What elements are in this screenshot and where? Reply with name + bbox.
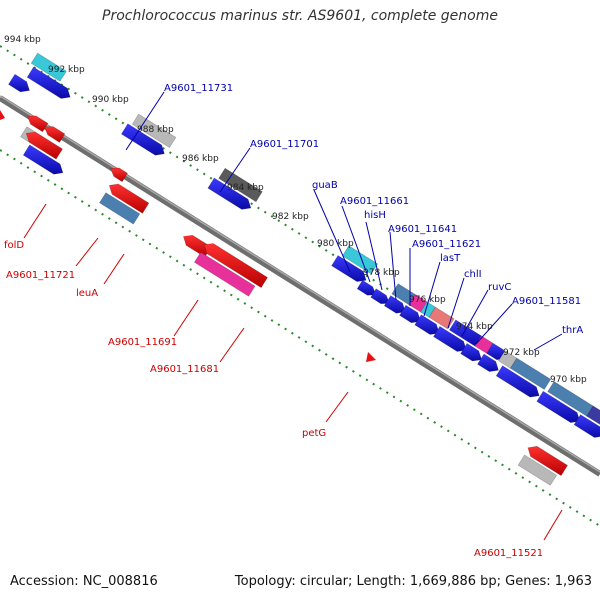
forward-gene-arrow[interactable]	[573, 414, 600, 438]
gene-block[interactable]	[586, 405, 600, 432]
gene-block[interactable]	[193, 251, 256, 297]
kbp-label: 988 kbp	[137, 125, 174, 135]
kbp-label: 992 kbp	[48, 65, 85, 75]
forward-gene-arrow[interactable]	[8, 73, 30, 93]
forward-gene-arrow[interactable]	[22, 144, 64, 175]
forward-gene-arrow[interactable]	[26, 66, 71, 99]
gene-block[interactable]	[131, 113, 177, 149]
forward-gene-arrow[interactable]	[460, 342, 482, 362]
gene-label[interactable]: hisH	[364, 210, 386, 221]
gene-label[interactable]: guaB	[312, 180, 338, 191]
gene-label[interactable]: leuA	[76, 288, 98, 299]
genome-backbone-highlight	[0, 95, 600, 473]
forward-gene-arrow[interactable]	[414, 314, 440, 335]
forward-labels	[125, 91, 563, 351]
kbp-label: 990 kbp	[92, 95, 129, 105]
gene-block[interactable]	[428, 306, 455, 330]
gene-label[interactable]: A9601_11691	[108, 337, 177, 348]
gene-block[interactable]	[517, 454, 558, 486]
reverse-gene-arrow[interactable]	[527, 445, 568, 477]
gene-label[interactable]: A9601_11721	[6, 270, 75, 281]
genome-backbone	[0, 95, 600, 477]
gene-label[interactable]: petG	[302, 428, 326, 439]
gene-label[interactable]: lasT	[440, 253, 461, 264]
kbp-label: 976 kbp	[409, 295, 446, 305]
reverse-gene-arrow[interactable]	[203, 243, 268, 289]
forward-gene-arrow[interactable]	[433, 325, 467, 352]
kbp-label: 980 kbp	[317, 239, 354, 249]
forward-gene-arrow[interactable]	[399, 304, 421, 324]
gene-block[interactable]	[30, 52, 67, 82]
forward-gene-arrow[interactable]	[120, 123, 165, 156]
kbp-label: 978 kbp	[363, 268, 400, 278]
inner-tick-row	[0, 149, 600, 527]
position-marker-icon	[366, 352, 376, 362]
gene-label[interactable]: A9601_11701	[250, 139, 319, 150]
accession-text: Accession: NC_008816	[10, 574, 158, 589]
gene-block[interactable]	[341, 245, 379, 275]
reverse-gene-arrow[interactable]	[43, 126, 66, 143]
kbp-label: 972 kbp	[503, 348, 540, 358]
gene-label[interactable]: A9601_11661	[340, 196, 409, 207]
gene-label[interactable]: chlI	[464, 269, 482, 280]
gene-label[interactable]: A9601_11681	[150, 364, 219, 375]
gene-block[interactable]	[509, 357, 552, 390]
forward-gene-arrow[interactable]	[207, 177, 252, 210]
forward-gene-arrow[interactable]	[495, 365, 540, 398]
forward-gene-arrow[interactable]	[383, 295, 406, 314]
feature-layer	[8, 52, 600, 486]
map-title: Prochlorococcus marinus str. AS9601, com…	[102, 8, 498, 24]
forward-gene-arrow[interactable]	[477, 353, 499, 372]
reverse-gene-arrow[interactable]	[26, 115, 49, 133]
kbp-label: 984 kbp	[227, 183, 264, 193]
gene-label[interactable]: A9601_11581	[512, 296, 581, 307]
origin-marker-icon	[0, 110, 5, 120]
reverse-gene-arrow[interactable]	[108, 183, 150, 214]
kbp-label: 970 kbp	[550, 375, 587, 385]
forward-gene-arrow[interactable]	[370, 288, 390, 305]
forward-gene-arrow[interactable]	[356, 279, 377, 296]
kbp-label: 974 kbp	[456, 322, 493, 332]
reverse-gene-arrow[interactable]	[110, 167, 128, 183]
gene-label[interactable]: ruvC	[488, 282, 511, 293]
kbp-label: 994 kbp	[4, 35, 41, 45]
gene-block[interactable]	[99, 192, 141, 225]
kbp-label: 982 kbp	[272, 212, 309, 222]
reverse-gene-arrow[interactable]	[25, 131, 63, 160]
gene-label[interactable]: A9601_11641	[388, 224, 457, 235]
gene-label[interactable]: folD	[4, 240, 24, 251]
forward-gene-arrow[interactable]	[536, 390, 581, 423]
reverse-labels	[23, 203, 563, 541]
gene-label[interactable]: A9601_11521	[474, 548, 543, 559]
kbp-label: 986 kbp	[182, 154, 219, 164]
gene-label[interactable]: A9601_11731	[164, 83, 233, 94]
gene-label[interactable]: thrA	[562, 325, 583, 336]
gene-block[interactable]	[218, 167, 263, 203]
gene-label[interactable]: A9601_11621	[412, 239, 481, 250]
genome-summary-text: Topology: circular; Length: 1,669,886 bp…	[234, 574, 592, 589]
